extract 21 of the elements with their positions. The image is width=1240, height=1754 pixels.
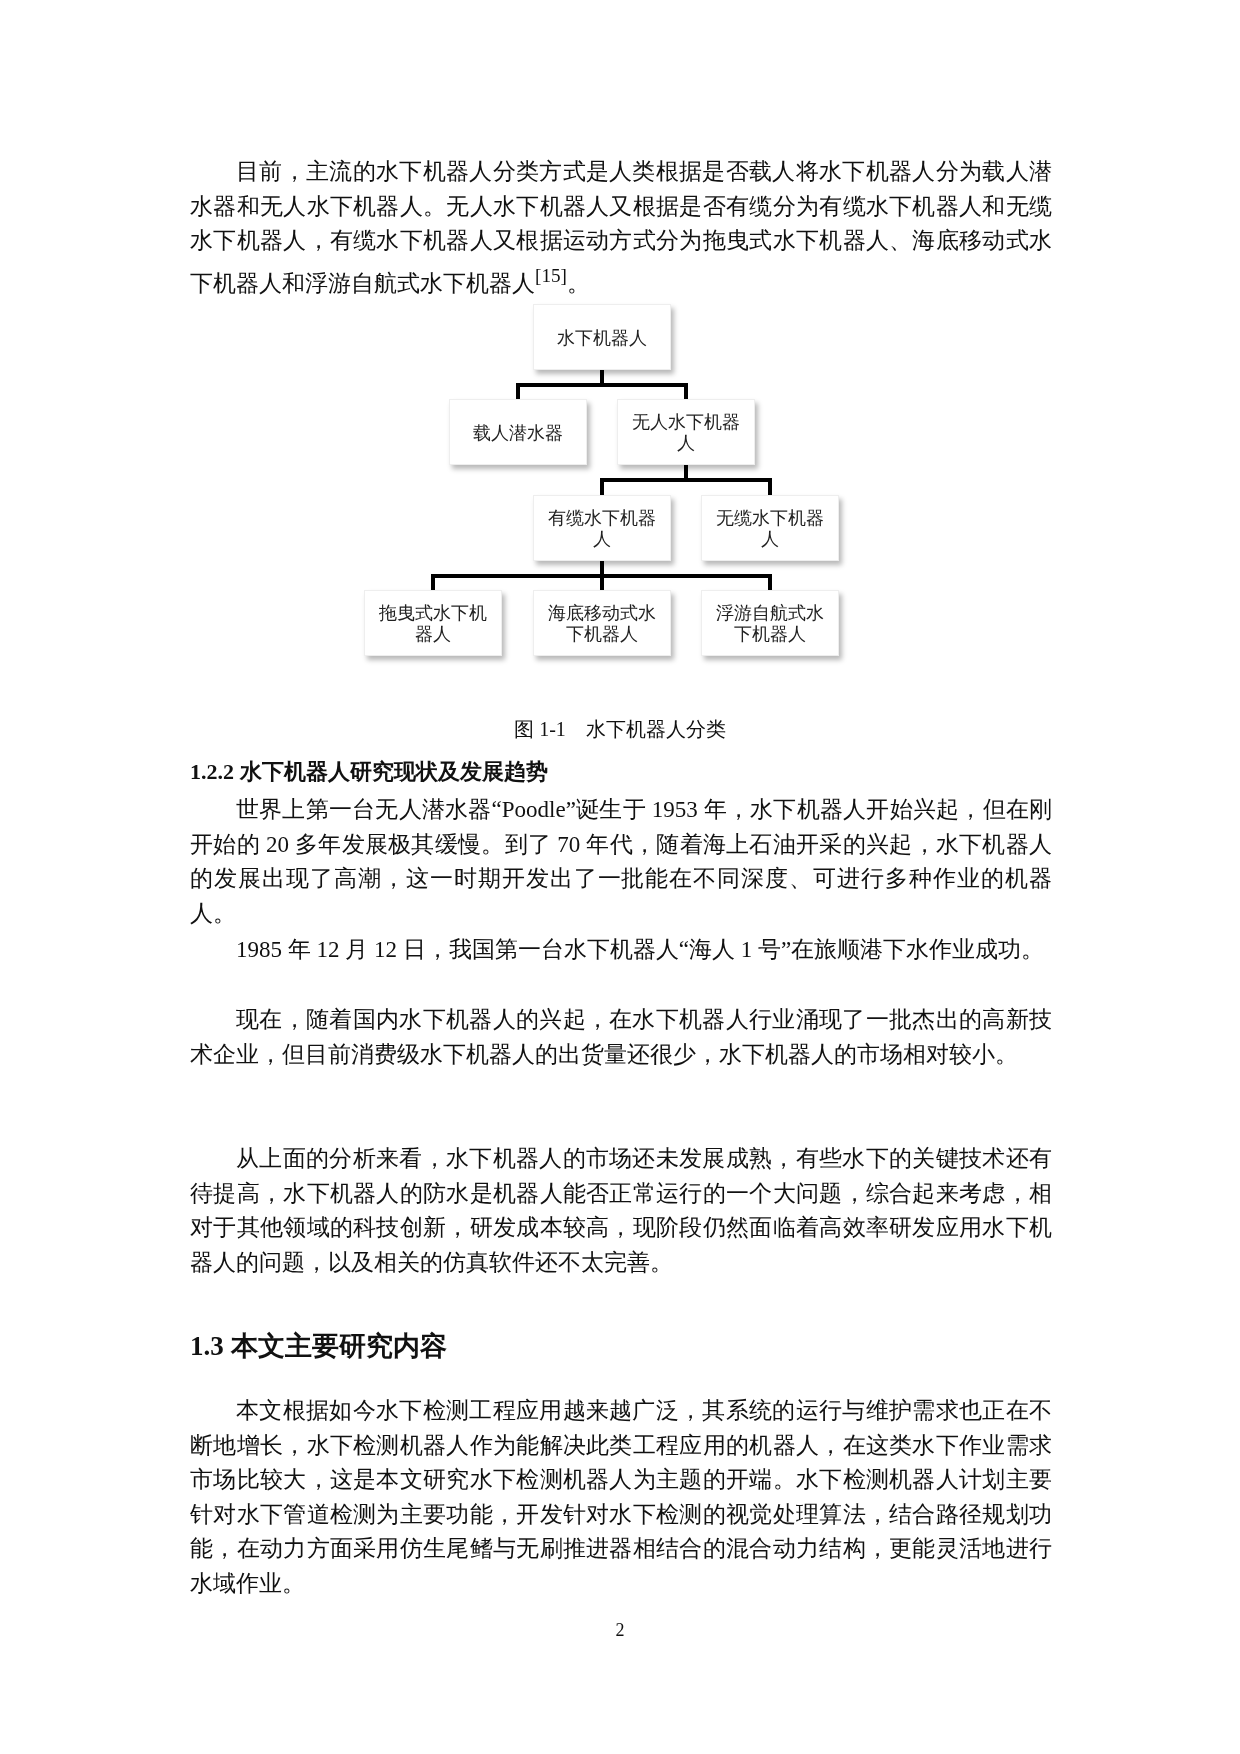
category-box: 无缆水下机器人: [701, 495, 839, 561]
paragraph: 本文根据如今水下检测工程应用越来越广泛，其系统的运行与维护需求也正在不断地增长，水下检测机器人作为能解决此类工程应用的机器人，在这类水下作业需求市场比较大，这是本文研究水下检测机器人为主题的开端。水下检测机器人计划主要针对水下管道检测为主要功能，开发针对水下检测的视觉处理算法，结合路径规划功能，在动力方面采用仿生尾鳍与无刷推进器相结合的混合动力结构，更能灵活地进行水域作业。: [190, 1397, 1052, 1598]
page-number: 2: [614, 1620, 626, 1641]
section-heading: 1.2.2 水下机器人研究现状及发展趋势: [190, 758, 548, 786]
paragraph: 世界上第一台无人潜水器“Poodle”诞生于 1953 年，水下机器人开始兴起，但在刚开始的 20 多年发展极其缓慢。到了 70 年代，随着海上石油开采的兴起，水下机器人的发展出现了高潮，这一时期开发出了一批能在不同深度、可进行多种作业的机器人。: [190, 796, 1052, 928]
figure-caption: 图 1-1 水下机器人分类: [513, 717, 727, 742]
paragraph: 现在，随着国内水下机器人的兴起，在水下机器人行业涌现了一批杰出的高新技术企业，但目前消费级水下机器人的出货量还很少，水下机器人的市场相对较小。: [190, 1006, 1052, 1069]
category-box: 无人水下机器人: [617, 399, 755, 465]
section-heading: 1.3 本文主要研究内容: [190, 1330, 447, 1363]
paragraph: 目前，主流的水下机器人分类方式是人类根据是否载人将水下机器人分为载人潜水器和无人水下机器人。无人水下机器人又根据是否有缆分为有缆水下机器人和无缆水下机器人，有缆水下机器人又根据运动方式分为拖曳式水下机器人、海底移动式水下机器人和浮游自航式水下机器人$^{[15]}$。: [190, 158, 1052, 298]
category-box: 有缆水下机器人: [533, 495, 671, 561]
category-box: 水下机器人: [533, 304, 671, 370]
connector-line: [600, 370, 688, 399]
paragraph: 1985 年 12 月 12 日，我国第一台水下机器人“海人 1 号”在旅顺港下水作业成功。: [235, 936, 1046, 964]
category-box: 拖曳式水下机器人: [364, 590, 502, 656]
connector-line: [600, 561, 772, 590]
paragraph: 从上面的分析来看，水下机器人的市场还未发展成熟，有些水下的关键技术还有待提高，水下机器人的防水是机器人能否正常运行的一个大问题，综合起来考虑，相对于其他领域的科技创新，研发成本较高，现阶段仍然面临着高效率研发应用水下机器人的问题，以及相关的仿真软件还不太完善。: [190, 1145, 1052, 1277]
category-box: 载人潜水器: [449, 399, 587, 465]
category-box: 浮游自航式水下机器人: [701, 590, 839, 656]
category-box: 海底移动式水下机器人: [533, 590, 671, 656]
connector-line: [684, 465, 772, 495]
